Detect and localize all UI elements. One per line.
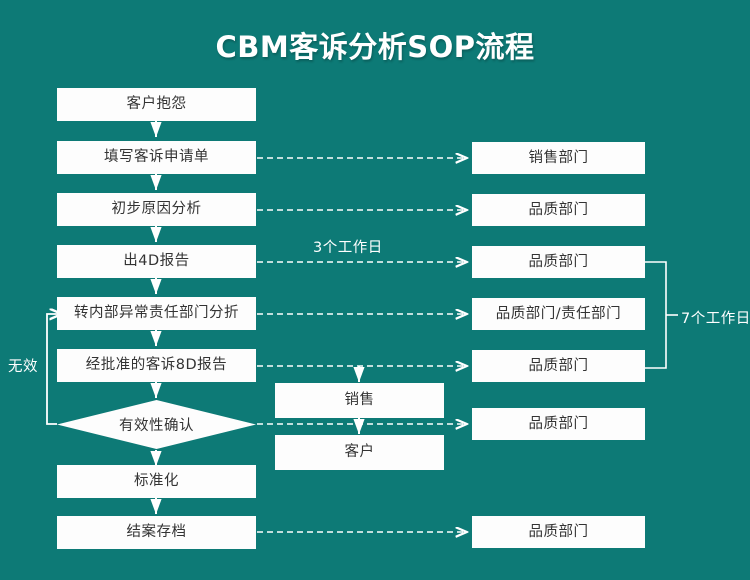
owner-node-label: 品质部门 [528,523,589,540]
owner-node-label: 品质部门 [528,415,589,432]
owner-node-o5[interactable]: 品质部门 [472,350,645,382]
flow-node-p4[interactable]: 出4D报告 [57,245,256,278]
flow-node-p8[interactable]: 标准化 [57,465,256,498]
annotation-label: 3个工作日 [313,240,383,256]
owner-node-label: 销售部门 [528,149,589,166]
flow-node-label: 转内部异常责任部门分折 [74,305,239,322]
owner-node-label: 品质部门 [528,357,589,374]
owner-node-label: 品质部门 [528,253,589,270]
flow-node-p7-decision[interactable]: 有效性确认 [57,400,256,449]
flow-node-label: 出4D报告 [123,253,190,270]
flow-node-m1-sales[interactable]: 销售 [275,383,444,418]
flow-node-label: 客户 [344,444,375,461]
flow-node-p6[interactable]: 经批准的客诉8D报告 [57,349,256,382]
owner-node-o4[interactable]: 品质部门/责任部门 [472,298,645,330]
annotation-label: 无效 [8,359,38,375]
flow-node-label: 经批准的客诉8D报告 [85,357,228,374]
flow-node-p2[interactable]: 填写客诉申请单 [57,141,256,174]
flow-node-p9[interactable]: 结案存档 [57,516,256,549]
flow-node-p1[interactable]: 客户抱怨 [57,88,256,121]
owner-node-label: 品质部门 [528,201,589,218]
flow-node-label: 客户抱怨 [126,96,187,113]
owner-node-o6[interactable]: 品质部门 [472,408,645,440]
flow-node-label: 填写客诉申请单 [104,149,209,166]
flow-node-label: 销售 [344,392,375,409]
flow-node-label: 初步原因分析 [111,201,202,218]
annotation-7-working-days: 7个工作日 [681,307,750,328]
flow-node-p5[interactable]: 转内部异常责任部门分折 [57,297,256,330]
owner-node-o2[interactable]: 品质部门 [472,194,645,226]
flow-node-label: 有效性确认 [119,418,194,434]
annotation-invalid: 无效 [8,355,38,376]
page-title: CBM客诉分析SOP流程 [215,30,535,64]
flow-node-p3[interactable]: 初步原因分析 [57,193,256,226]
annotation-label: 7个工作日 [681,311,750,327]
owner-node-o1[interactable]: 销售部门 [472,142,645,174]
owner-node-o3[interactable]: 品质部门 [472,246,645,278]
flow-node-label: 结案存档 [126,524,187,541]
owner-node-label: 品质部门/责任部门 [495,305,622,322]
flow-node-m2-customer[interactable]: 客户 [275,435,444,470]
owner-node-o7[interactable]: 品质部门 [472,516,645,548]
flow-node-label: 标准化 [134,473,179,490]
annotation-3-working-days: 3个工作日 [313,236,383,257]
